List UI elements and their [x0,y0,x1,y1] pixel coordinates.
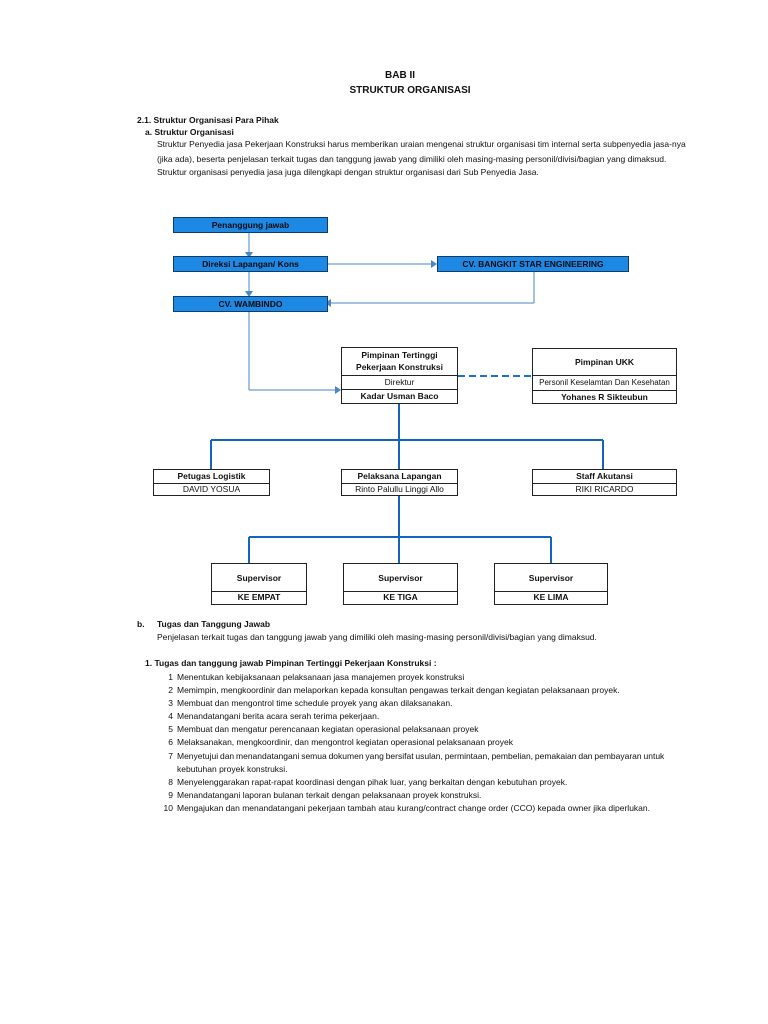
divider [342,483,457,484]
supervisor-name: KE EMPAT [237,592,281,602]
section-b-paragraph: Penjelasan terkait tugas dan tanggung ja… [157,632,597,642]
logistik-name: DAVID YOSUA [182,484,241,494]
section-a-title: a. Struktur Organisasi [145,127,234,137]
supervisor-box: Supervisor KE EMPAT [211,563,307,605]
task-number: 8 [168,777,173,787]
task-number: 6 [168,737,173,747]
ukk-name: Yohanes R Sikteubun [561,392,648,402]
pimpinan-tertinggi-box: Pimpinan Tertinggi Pekerjaan Konstruksi … [341,347,458,404]
divider [533,375,676,376]
pimpinan-title-line1: Pimpinan Tertinggi [361,350,438,360]
divider [342,375,457,376]
pelaksana-title: Pelaksana Lapangan [357,471,442,481]
pimpinan-ukk-box: Pimpinan UKK Personil Keselamtan Dan Kes… [532,348,677,404]
divider [533,390,676,391]
pelaksana-name: Rinto Palullu Linggi Allo [355,484,444,494]
akutansi-name: RIKI RICARDO [575,484,634,494]
section-2-1-title: 2.1. Struktur Organisasi Para Pihak [137,115,279,125]
supervisor-box: Supervisor KE TIGA [343,563,458,605]
ukk-role: Personil Keselamtan Dan Kesehatan [539,378,670,387]
task-text: Membuat dan mengatur perencanaan kegiata… [177,724,479,734]
task-text: Menentukan kebijaksanaan pelaksanaan jas… [177,672,465,682]
pimpinan-role: Direktur [384,377,415,387]
petugas-logistik-box: Petugas Logistik DAVID YOSUA [153,469,270,496]
supervisor-box: Supervisor KE LIMA [494,563,608,605]
supervisor-title: Supervisor [378,573,423,583]
task-list-heading: 1. Tugas dan tanggung jawab Pimpinan Ter… [145,658,437,668]
task-number: 9 [168,790,173,800]
task-text: Mengajukan dan menandatangani pekerjaan … [177,803,650,813]
paragraph-line: Struktur Penyedia jasa Pekerjaan Konstru… [157,139,686,149]
supervisor-title: Supervisor [236,573,282,583]
task-text: Melaksanakan, mengkoordinir, dan mengont… [177,737,513,747]
divider [212,591,306,592]
pimpinan-name: Kadar Usman Baco [360,391,439,401]
divider [344,591,457,592]
pelaksana-lapangan-box: Pelaksana Lapangan Rinto Palullu Linggi … [341,469,458,496]
org-chart-connectors [210,232,604,563]
chapter-label: BAB II [385,70,415,81]
task-text: Menyelenggarakan rapat-rapat koordinasi … [177,777,568,787]
section-b-title: Tugas dan Tanggung Jawab [157,619,271,629]
direksi-lapangan-box: Direksi Lapangan/ Kons [173,256,328,272]
penanggung-jawab-box: Penanggung jawab [173,217,328,233]
arrowhead [431,260,437,268]
task-text: Membuat dan mengontrol time schedule pro… [177,698,453,708]
task-number: 3 [168,698,173,708]
ukk-title: Pimpinan UKK [574,357,635,367]
task-number: 1 [168,672,173,682]
task-number: 7 [168,751,173,761]
paragraph-line: (jika ada), beserta penjelasan terkait t… [157,154,667,164]
task-number: 10 [163,803,173,813]
task-text: Menyetujui dan menandatangani semua doku… [177,751,665,761]
arrowhead [335,386,341,394]
arrowhead [245,291,253,297]
arrowhead [245,252,253,258]
task-number: 5 [168,724,173,734]
wambindo-box: CV. WAMBINDO [173,296,328,312]
divider [495,591,607,592]
paragraph-line: Struktur organisasi penyedia jasa juga d… [157,167,539,177]
task-number: 2 [168,685,173,695]
task-text: kebutuhan proyek konstruksi. [177,764,288,774]
task-text: Menandatangani berita acara serah terima… [177,711,380,721]
task-number: 4 [168,711,173,721]
supervisor-title: Supervisor [528,573,574,583]
pimpinan-title-line2: Pekerjaan Konstruksi [356,362,443,372]
section-b-label: b. [137,619,145,629]
akutansi-title: Staff Akutansi [576,471,633,481]
logistik-title: Petugas Logistik [177,471,246,481]
arrowhead [325,299,331,307]
staff-akutansi-box: Staff Akutansi RIKI RICARDO [532,469,677,496]
task-text: Memimpin, mengkoordinir dan melaporkan k… [177,685,620,695]
supervisor-name: KE LIMA [533,592,569,602]
divider [533,483,676,484]
divider [342,389,457,390]
divider [154,483,269,484]
bangkit-star-box: CV. BANGKIT STAR ENGINEERING [437,256,629,272]
supervisor-name: KE TIGA [383,592,418,602]
chapter-title: STRUKTUR ORGANISASI [349,85,471,96]
task-text: Menandatangani laporan bulanan terkait d… [177,790,482,800]
